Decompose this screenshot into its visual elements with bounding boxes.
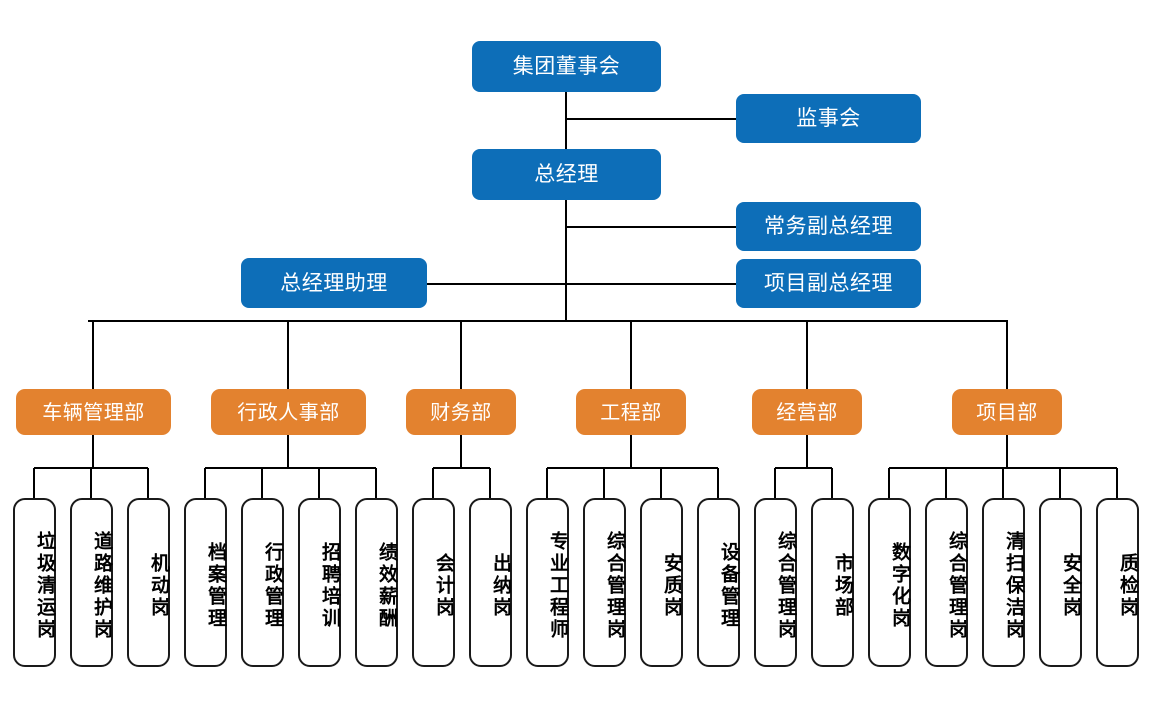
position-node-accounting[interactable]: 会计岗 — [412, 498, 455, 667]
position-node-ops-general-mgmt[interactable]: 综合管理岗 — [754, 498, 797, 667]
position-node-digitalization[interactable]: 数字化岗 — [868, 498, 911, 667]
position-node-eng-general-mgmt[interactable]: 综合管理岗 — [583, 498, 626, 667]
dept-node-engineering[interactable]: 工程部 — [576, 389, 686, 435]
position-node-recruit-training[interactable]: 招聘培训 — [298, 498, 341, 667]
position-node-archive-management[interactable]: 档案管理 — [184, 498, 227, 667]
dept-node-project[interactable]: 项目部 — [952, 389, 1062, 435]
position-node-safety[interactable]: 安全岗 — [1039, 498, 1082, 667]
dept-node-vehicle-management[interactable]: 车辆管理部 — [16, 389, 171, 435]
dept-node-finance[interactable]: 财务部 — [406, 389, 516, 435]
dept-node-operations[interactable]: 经营部 — [752, 389, 862, 435]
exec-node-exec-vp[interactable]: 常务副总经理 — [736, 202, 921, 251]
position-node-road-maintenance[interactable]: 道路维护岗 — [70, 498, 113, 667]
position-node-admin-management[interactable]: 行政管理 — [241, 498, 284, 667]
exec-node-general-manager[interactable]: 总经理 — [472, 149, 661, 200]
position-node-mobile-duty[interactable]: 机动岗 — [127, 498, 170, 667]
exec-node-board[interactable]: 集团董事会 — [472, 41, 661, 92]
position-node-quality-inspection[interactable]: 质检岗 — [1096, 498, 1139, 667]
position-node-professional-eng[interactable]: 专业工程师 — [526, 498, 569, 667]
exec-node-gm-assistant[interactable]: 总经理助理 — [241, 258, 427, 308]
dept-node-admin-hr[interactable]: 行政人事部 — [211, 389, 366, 435]
position-node-cleaning[interactable]: 清扫保洁岗 — [982, 498, 1025, 667]
position-node-garbage-transport[interactable]: 垃圾清运岗 — [13, 498, 56, 667]
position-node-proj-general-mgmt[interactable]: 综合管理岗 — [925, 498, 968, 667]
position-node-equipment-mgmt[interactable]: 设备管理 — [697, 498, 740, 667]
position-node-cashier[interactable]: 出纳岗 — [469, 498, 512, 667]
position-node-market-dept[interactable]: 市场部 — [811, 498, 854, 667]
position-node-performance-pay[interactable]: 绩效薪酬 — [355, 498, 398, 667]
exec-node-supervisory[interactable]: 监事会 — [736, 94, 921, 143]
exec-node-project-vp[interactable]: 项目副总经理 — [736, 259, 921, 308]
position-node-safety-quality[interactable]: 安质岗 — [640, 498, 683, 667]
